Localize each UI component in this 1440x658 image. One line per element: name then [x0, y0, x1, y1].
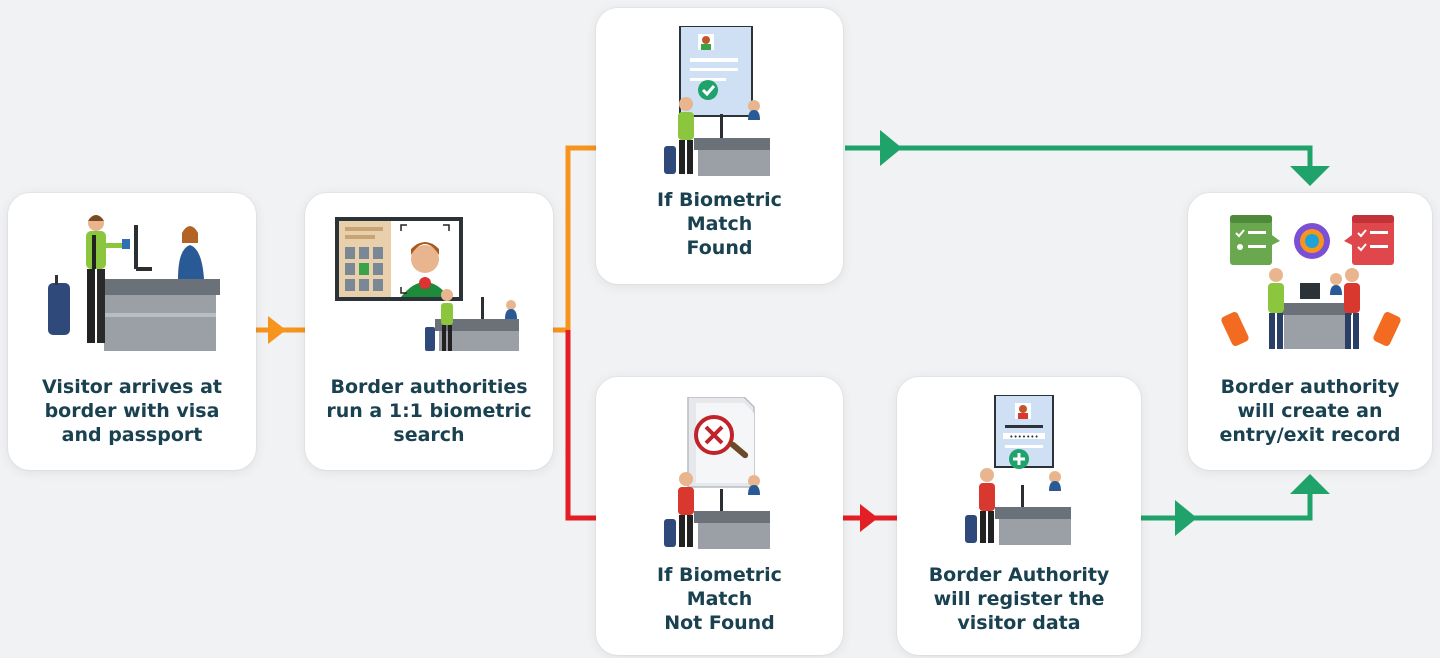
step-label: Border authority will create an entry/ex… [1219, 376, 1401, 446]
arrow-arrival-to-search [256, 316, 305, 344]
step-card-register: ••••••• Border Authority will register t… [897, 377, 1141, 655]
entry-exit-record-travelers-icon [1221, 215, 1401, 349]
step-label: Visitor arrives at border with visa and … [42, 376, 222, 446]
matched-profile-checkmark-icon [664, 26, 770, 176]
step-card-record: Border authority will create an entry/ex… [1188, 193, 1432, 470]
step-card-match-not-found: If Biometric Match Not Found [596, 377, 843, 655]
profile-plus-registration-icon: ••••••• [965, 395, 1071, 545]
svg-text:•••••••: ••••••• [1009, 433, 1039, 441]
document-x-magnifier-icon [664, 397, 770, 549]
step-card-arrival: Visitor arrives at border with visa and … [8, 193, 256, 470]
step-label: Border authorities run a 1:1 biometric s… [326, 376, 532, 446]
face-recognition-screen-icon [335, 217, 519, 351]
arrow-register-to-record [1141, 474, 1330, 536]
step-label: Border Authority will register the visit… [928, 564, 1110, 634]
step-card-search: Border authorities run a 1:1 biometric s… [305, 193, 553, 470]
step-label: If Biometric Match Not Found [657, 564, 782, 634]
arrow-notfound-to-register [843, 504, 897, 532]
arrow-found-to-record [845, 130, 1330, 186]
branch-connector [553, 145, 596, 521]
visitor-with-passport-at-desk-icon [48, 215, 220, 351]
step-label: If Biometric Match Found [657, 189, 782, 259]
step-card-match-found: If Biometric Match Found [596, 8, 843, 284]
